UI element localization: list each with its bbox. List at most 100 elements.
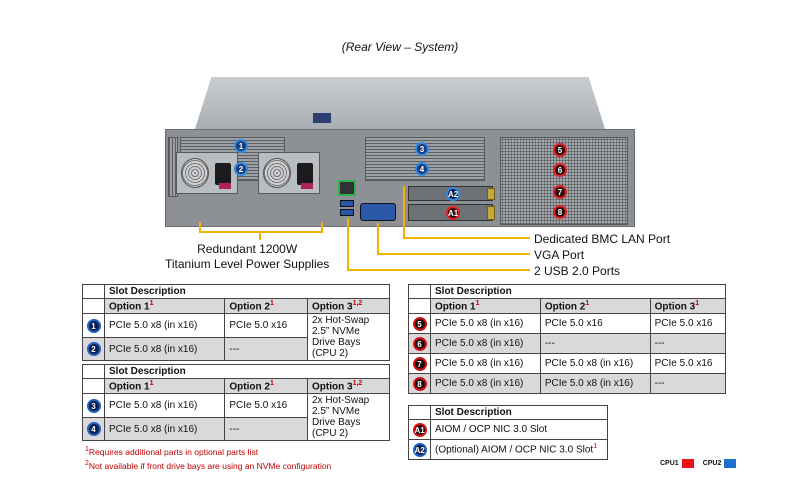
table-row: 8 PCIe 5.0 x8 (in x16) PCIe 5.0 x8 (in x…	[408, 373, 727, 395]
slot-4-marker: 4	[415, 162, 429, 176]
psu-1-power-inlet	[215, 163, 231, 185]
slot-1-marker: 1	[234, 139, 248, 153]
col-option-3: Option 31,2	[307, 297, 390, 315]
table-cell: AIOM / OCP NIC 3.0 Slot	[430, 419, 608, 440]
table-cell: PCIe 5.0 x8 (in x16)	[103, 336, 226, 362]
usb-port-1	[340, 200, 354, 207]
table-row: 6 PCIe 5.0 x8 (in x16) --- ---	[408, 333, 727, 355]
vga-port	[360, 203, 396, 221]
table-cell: PCIe 5.0 x8 (in x16)	[430, 313, 541, 335]
slot-a2-marker: A2	[446, 187, 460, 201]
legend-cpu2-label: CPU2	[702, 460, 722, 467]
table-cell: ---	[224, 416, 308, 442]
slot-5-icon: 5	[412, 316, 427, 331]
bmc-callout: Dedicated BMC LAN Port	[534, 232, 671, 246]
psu-callout-line2: Titanium Level Power Supplies	[165, 257, 330, 271]
usb-port-2	[340, 209, 354, 216]
table-row: 1 PCIe 5.0 x8 (in x16) PCIe 5.0 x16 2x H…	[82, 313, 390, 362]
table-cell: PCIe 5.0 x8 (in x16)	[539, 353, 651, 375]
col-option-2: Option 21	[224, 297, 308, 315]
table-cell: PCIe 5.0 x16	[224, 393, 308, 418]
col-option-2: Option 21	[539, 297, 651, 315]
slot-8-marker: 8	[553, 205, 567, 219]
table-cell: ---	[649, 333, 727, 355]
aiom-slot-table: Slot Description A1 AIOM / OCP NIC 3.0 S…	[408, 405, 608, 460]
slot-7-icon: 7	[412, 356, 427, 371]
table-cell: PCIe 5.0 x8 (in x16)	[430, 353, 541, 375]
legend-cpu1-label: CPU1	[660, 460, 679, 467]
vga-leader-line	[377, 223, 530, 255]
chassis-top-cover	[195, 77, 605, 129]
col-option-1: Option 11	[103, 297, 226, 315]
footnote-1: 1Requires additional parts in optional p…	[85, 446, 259, 457]
slot-8-icon: 8	[412, 376, 427, 391]
psu-1-release-latch	[219, 183, 231, 189]
table-header: Slot Description	[104, 364, 390, 379]
table-cell: PCIe 5.0 x8 (in x16)	[539, 373, 651, 395]
footnotes: 1Requires additional parts in optional p…	[85, 444, 331, 472]
col-option-3: Option 31	[649, 297, 727, 315]
power-supply-2	[258, 152, 320, 194]
table-cell: ---	[539, 333, 651, 355]
slot-5-marker: 5	[553, 143, 567, 157]
slot-table-3-4: Slot Description Option 11 Option 21 Opt…	[82, 364, 390, 442]
table-cell: (Optional) AIOM / OCP NIC 3.0 Slot1	[430, 439, 608, 460]
table-header: Slot Description	[430, 284, 726, 299]
table-cell: 2x Hot-Swap 2.5” NVMe Drive Bays (CPU 2)	[307, 313, 390, 362]
aiom-a2-bracket	[487, 188, 495, 200]
legend-cpu1-swatch	[681, 459, 694, 468]
table-row: 5 PCIe 5.0 x8 (in x16) PCIe 5.0 x16 PCIe…	[408, 313, 727, 335]
table-cell: PCIe 5.0 x16	[224, 313, 308, 338]
psu-2-release-latch	[301, 183, 313, 189]
table-cell: PCIe 5.0 x16	[539, 313, 651, 335]
psu-1-fan	[181, 158, 209, 188]
slot-7-marker: 7	[553, 185, 567, 199]
slot-table-1-2: Slot Description Option 11 Option 21 Opt…	[82, 284, 390, 362]
footnote-2: 2Not available if front drive bays are u…	[85, 459, 332, 471]
table-row: 4 PCIe 5.0 x8 (in x16) ---	[82, 416, 390, 442]
slot-a1-marker: A1	[446, 206, 460, 220]
table-cell: ---	[224, 336, 308, 362]
usb-leader-line	[347, 218, 530, 271]
slot-a2-icon: A2	[412, 442, 427, 457]
bmc-lan-port	[338, 180, 356, 196]
slot-2-marker: 2	[234, 162, 248, 176]
table-row: 3 PCIe 5.0 x8 (in x16) PCIe 5.0 x16 2x H…	[82, 393, 390, 442]
table-cell: PCIe 5.0 x8 (in x16)	[103, 416, 226, 442]
aiom-a1-bracket	[487, 206, 495, 220]
table-cell: PCIe 5.0 x8 (in x16)	[103, 313, 226, 338]
table-cell: ---	[649, 373, 727, 395]
slot-6-marker: 6	[553, 163, 567, 177]
cpu-legend: CPU1 CPU2	[660, 459, 737, 468]
cover-release-tab	[313, 113, 331, 123]
slot-1-icon: 1	[86, 318, 101, 333]
vga-callout: VGA Port	[534, 248, 585, 262]
table-header: Slot Description	[104, 284, 390, 299]
col-option-1: Option 11	[430, 297, 541, 315]
bmc-leader-line	[403, 186, 530, 239]
slot-3-marker: 3	[415, 142, 429, 156]
table-cell: PCIe 5.0 x16	[649, 313, 727, 335]
usb-callout: 2 USB 2.0 Ports	[534, 264, 621, 278]
psu-2-fan	[263, 158, 291, 188]
table-cell: 2x Hot-Swap 2.5” NVMe Drive Bays (CPU 2)	[307, 393, 390, 442]
table-cell: PCIe 5.0 x8 (in x16)	[103, 393, 226, 418]
psu-callout: Redundant 1200W Titanium Level Power Sup…	[165, 242, 329, 272]
table-header: Slot Description	[430, 405, 608, 420]
slot-3-icon: 3	[86, 398, 101, 413]
psu-callout-line1: Redundant 1200W	[197, 242, 298, 256]
diagram-title: (Rear View – System)	[341, 40, 459, 54]
slot-a1-icon: A1	[412, 422, 427, 437]
slot-table-5-8: Slot Description Option 11 Option 21 Opt…	[408, 284, 727, 395]
slot-6-icon: 6	[412, 336, 427, 351]
table-row: 2 PCIe 5.0 x8 (in x16) ---	[82, 336, 390, 362]
legend-cpu2-swatch	[724, 459, 737, 468]
psu-leader-line	[199, 222, 323, 233]
col-option-3: Option 31,2	[307, 377, 390, 395]
col-option-2: Option 21	[224, 377, 308, 395]
table-row: 7 PCIe 5.0 x8 (in x16) PCIe 5.0 x8 (in x…	[408, 353, 727, 375]
psu-2-power-inlet	[297, 163, 313, 185]
table-row: A1 AIOM / OCP NIC 3.0 Slot	[408, 419, 608, 440]
slot-2-icon: 2	[86, 342, 101, 357]
